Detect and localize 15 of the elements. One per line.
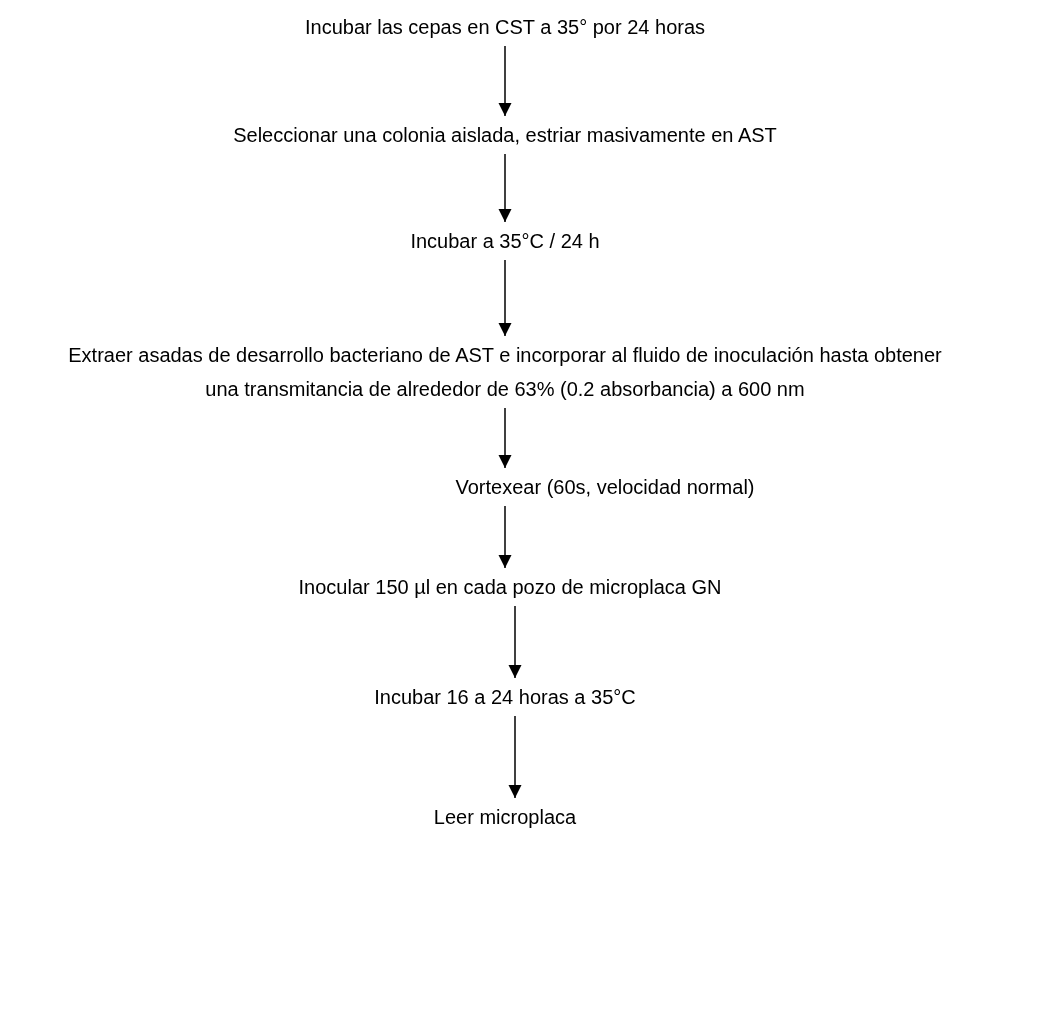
arrow <box>508 715 522 799</box>
step-text: Inocular 150 µl en cada pozo de microplaca GN <box>298 576 722 598</box>
step-text: Seleccionar una colonia aislada, estriar masivamente en AST <box>233 124 777 146</box>
step-text: Incubar las cepas en CST a 35° por 24 horas <box>304 16 706 38</box>
arrow <box>498 259 512 337</box>
step-text: Vortexear (60s, velocidad normal) <box>455 476 755 498</box>
arrow <box>508 605 522 679</box>
step-text: Extraer asadas de desarrollo bacteriano de AST e incorporar al fluido de inoculación hasta obtener una transmitancia de alrededor de 63% (0.2 absorbancia) a 600 nm <box>68 344 942 400</box>
arrow <box>498 45 512 117</box>
step-text: Leer microplaca <box>433 806 577 828</box>
arrow <box>498 407 512 469</box>
arrow <box>498 153 512 223</box>
step-text: Incubar 16 a 24 horas a 35°C <box>374 686 636 708</box>
step-text: Incubar a 35°C / 24 h <box>410 230 600 252</box>
arrow <box>498 505 512 569</box>
